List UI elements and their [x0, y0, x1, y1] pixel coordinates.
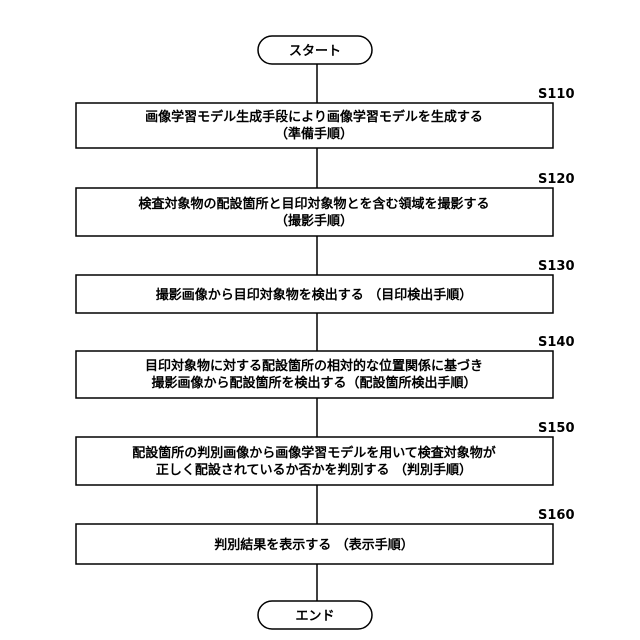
- step-id-s140: S140: [538, 335, 575, 350]
- start-terminal: スタート: [258, 36, 372, 64]
- step-text-s150-line2: 正しく配設されているか否かを判別する （判別手順）: [156, 462, 472, 478]
- step-text-s130-line1: 撮影画像から目印対象物を検出する （目印検出手順）: [156, 287, 473, 303]
- start-label: スタート: [289, 44, 341, 59]
- end-label: エンド: [295, 609, 334, 624]
- step-text-s120-line2: （撮影手順）: [275, 213, 353, 229]
- step-s150: S150 配設箇所の判別画像から画像学習モデルを用いて検査対象物が 正しく配設さ…: [76, 421, 575, 485]
- step-id-s110: S110: [538, 87, 575, 102]
- end-terminal: エンド: [258, 601, 372, 629]
- step-text-s120-line1: 検査対象物の配設箇所と目印対象物とを含む領域を撮影する: [138, 196, 489, 212]
- step-s130: S130 撮影画像から目印対象物を検出する （目印検出手順）: [76, 259, 575, 313]
- step-text-s140-line2: 撮影画像から配設箇所を検出する（配設箇所検出手順）: [151, 375, 476, 391]
- step-text-s140-line1: 目印対象物に対する配設箇所の相対的な位置関係に基づき: [145, 358, 483, 374]
- step-s120: S120 検査対象物の配設箇所と目印対象物とを含む領域を撮影する （撮影手順）: [76, 172, 575, 236]
- step-text-s160-line1: 判別結果を表示する （表示手順）: [214, 537, 414, 553]
- step-s160: S160 判別結果を表示する （表示手順）: [76, 508, 575, 564]
- step-id-s120: S120: [538, 172, 575, 187]
- step-text-s110-line1: 画像学習モデル生成手段により画像学習モデルを生成する: [145, 109, 483, 125]
- step-id-s130: S130: [538, 259, 575, 274]
- step-text-s110-line2: （準備手順）: [275, 126, 353, 142]
- step-s140: S140 目印対象物に対する配設箇所の相対的な位置関係に基づき 撮影画像から配設…: [76, 335, 575, 398]
- step-id-s150: S150: [538, 421, 575, 436]
- step-id-s160: S160: [538, 508, 575, 523]
- step-s110: S110 画像学習モデル生成手段により画像学習モデルを生成する （準備手順）: [76, 87, 575, 148]
- step-text-s150-line1: 配設箇所の判別画像から画像学習モデルを用いて検査対象物が: [132, 445, 496, 461]
